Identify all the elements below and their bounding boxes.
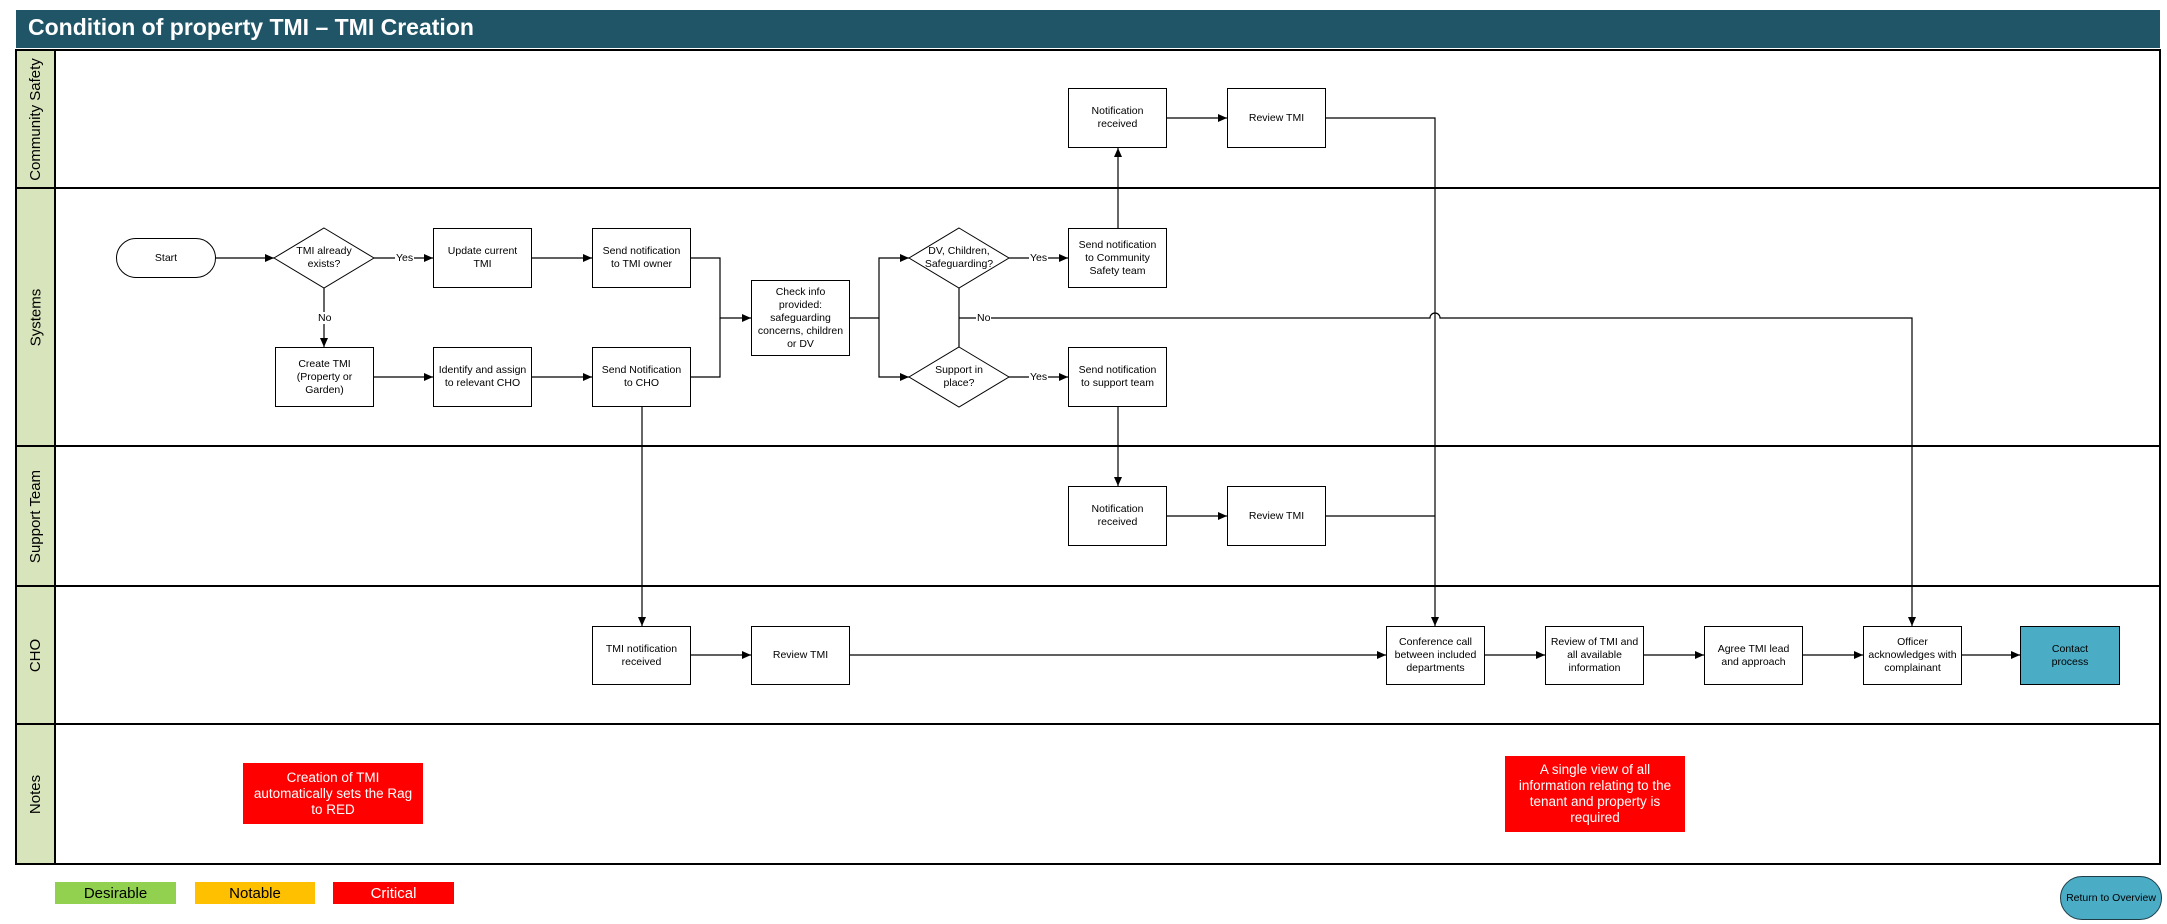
st-notification-received: Notification received	[1068, 486, 1167, 546]
notify-owner-step: Send notification to TMI owner	[592, 228, 691, 288]
cho-notification-received: TMI notification received	[592, 626, 691, 685]
edge-label-no-officer: No	[976, 312, 992, 324]
notify-cho-step: Send Notification to CHO	[592, 347, 691, 407]
legend-critical: Critical	[333, 882, 454, 904]
note-rag-red: Creation of TMI automatically sets the R…	[243, 763, 423, 824]
create-tmi-step: Create TMI (Property or Garden)	[275, 347, 374, 407]
decision-tmi-exists: TMI already exists?	[296, 245, 352, 270]
start-terminal: Start	[116, 238, 216, 278]
edge-label-yes-update: Yes	[395, 252, 415, 264]
page-title: Condition of property TMI – TMI Creation	[28, 14, 474, 40]
notify-community-step: Send notification to Community Safety te…	[1068, 228, 1167, 288]
lane-label-cho-bg	[16, 586, 55, 724]
lane-borders	[15, 49, 2161, 865]
lane-label-cho: CHO	[27, 638, 44, 672]
note-single-view: A single view of all information relatin…	[1505, 756, 1685, 832]
lane-label-support-team: Support Team	[27, 469, 44, 563]
officer-acknowledges-step: Officer acknowledges with complainant	[1863, 626, 1962, 685]
lane-label-notes-bg	[16, 724, 55, 864]
edge-label-no-create: No	[317, 312, 333, 324]
lane-label-systems: Systems	[27, 288, 45, 346]
edge-cho-to-check	[691, 318, 721, 378]
identify-cho-step: Identify and assign to relevant CHO	[433, 347, 532, 407]
edge-check-to-support	[878, 318, 909, 381]
edge-no-to-officer	[959, 312, 1916, 626]
lane-label-notes: Notes	[27, 774, 44, 814]
agree-lead-step: Agree TMI lead and approach	[1704, 626, 1803, 685]
notify-support-step: Send notification to support team	[1068, 347, 1167, 407]
legend-desirable: Desirable	[55, 882, 176, 904]
edge-owner-to-check	[691, 257, 751, 322]
edge-cs-review-to-conference	[1326, 117, 1439, 626]
legend-notable: Notable	[195, 882, 315, 904]
decision-dv: DV, Children, Safeguarding?	[924, 245, 994, 270]
return-to-overview-button[interactable]: Return to Overview	[2060, 876, 2162, 920]
lane-label-community-safety-bg	[16, 50, 55, 188]
contact-process-link[interactable]: Contact process	[2020, 626, 2120, 685]
decision-support-shape	[908, 346, 1010, 408]
lane-label-support-team-bg	[16, 446, 55, 586]
decision-support: Support in place?	[935, 364, 983, 389]
review-all-info-step: Review of TMI and all available informat…	[1545, 626, 1644, 685]
edge-check-to-dv	[878, 254, 909, 318]
lane-label-systems-bg	[16, 188, 55, 446]
cs-notification-received: Notification received	[1068, 88, 1167, 148]
lane-label-community-safety: Community Safety	[27, 57, 45, 181]
connectors	[216, 114, 2020, 659]
update-tmi-step: Update current TMI	[433, 228, 532, 288]
cs-review-tmi: Review TMI	[1227, 88, 1326, 148]
conference-call-step: Conference call between included departm…	[1386, 626, 1485, 685]
title-bar	[16, 10, 2160, 48]
edge-label-yes-support: Yes	[1029, 371, 1049, 383]
st-review-tmi: Review TMI	[1227, 486, 1326, 546]
edge-label-yes-community: Yes	[1029, 252, 1049, 264]
cho-review-tmi: Review TMI	[751, 626, 850, 685]
check-info-step: Check info provided: safeguarding concer…	[751, 280, 850, 356]
